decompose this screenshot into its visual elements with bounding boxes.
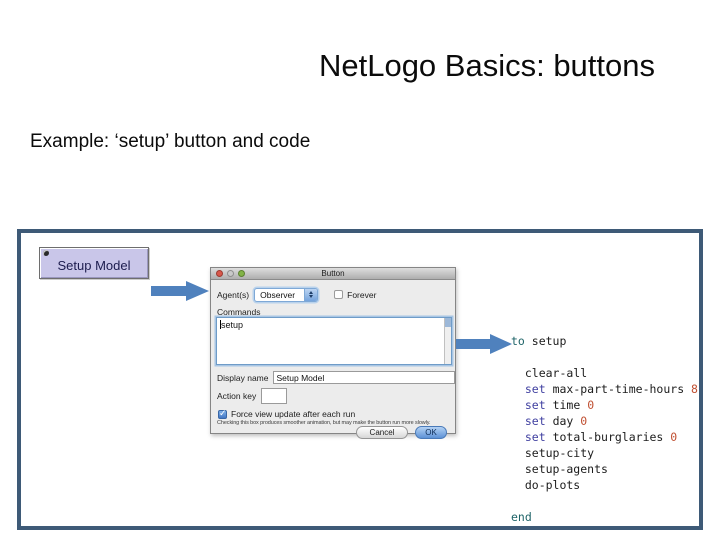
button-dialog: Button Agent(s) Observer Forever Command… [210, 267, 456, 439]
code-line: set max-part-time-hours 8 [524, 382, 698, 396]
agents-row: Agent(s) Observer Forever [217, 287, 376, 302]
textarea-scrollbar[interactable] [444, 318, 451, 364]
slide-subtitle: Example: ‘setup’ button and code [30, 131, 311, 152]
force-update-label: Force view update after each run [231, 409, 356, 419]
code-line: setup-city [511, 446, 595, 460]
code-line: set day 0 [524, 414, 588, 428]
scrollbar-thumb[interactable] [445, 318, 451, 327]
commands-text: setup [220, 320, 244, 330]
agents-label: Agent(s) [217, 289, 250, 300]
dropdown-stepper-icon [304, 288, 318, 301]
setup-model-button-label: Setup Model [57, 257, 131, 273]
right-arrow-icon [151, 281, 209, 301]
display-name-label: Display name [217, 372, 269, 383]
code-line: setup-agents [511, 462, 608, 476]
code-line [511, 349, 698, 365]
zoom-icon[interactable] [238, 270, 245, 277]
text-cursor-icon [220, 320, 221, 329]
commands-label: Commands [217, 307, 261, 317]
page-title: NetLogo Basics: buttons [318, 48, 656, 83]
code-line: end [511, 510, 532, 524]
code-line: do-plots [511, 478, 581, 492]
close-icon[interactable] [216, 270, 223, 277]
checkmark-icon: ✓ [219, 407, 227, 418]
force-update-row: ✓ Force view update after each run [218, 407, 356, 419]
display-name-value: Setup Model [276, 372, 325, 383]
display-name-input[interactable]: Setup Model [272, 371, 455, 384]
display-name-row: Display name Setup Model [217, 371, 455, 384]
content-frame: Setup Model Button Agent(s) Observer [17, 229, 703, 530]
action-key-label: Action key [217, 391, 257, 401]
action-key-row: Action key [217, 388, 288, 404]
code-line [511, 493, 698, 509]
dialog-title: Button [321, 269, 345, 278]
forever-label: Forever [347, 289, 377, 300]
dialog-buttons: Cancel OK [356, 426, 447, 439]
action-key-input[interactable] [261, 388, 288, 404]
agents-dropdown[interactable]: Observer [254, 287, 319, 302]
code-line: clear-all [511, 366, 588, 380]
agents-dropdown-value: Observer [260, 289, 296, 300]
cancel-button[interactable]: Cancel [356, 426, 408, 439]
forever-checkbox[interactable] [334, 290, 344, 299]
observer-eye-icon [43, 250, 49, 256]
right-arrow-icon [456, 334, 512, 354]
code-block: to setup clear-all set max-part-time-hou… [511, 333, 698, 525]
code-line: set time 0 [524, 398, 595, 412]
force-update-note: Checking this box produces smoother anim… [217, 420, 431, 426]
commands-textarea[interactable]: setup [216, 317, 452, 365]
setup-model-button[interactable]: Setup Model [39, 247, 149, 279]
code-line: to setup [511, 334, 567, 348]
dialog-titlebar[interactable]: Button [211, 268, 455, 280]
code-line: set total-burglaries 0 [524, 430, 678, 444]
ok-button[interactable]: OK [415, 426, 447, 439]
force-update-checkbox[interactable]: ✓ [218, 407, 227, 419]
minimize-icon[interactable] [227, 270, 234, 277]
